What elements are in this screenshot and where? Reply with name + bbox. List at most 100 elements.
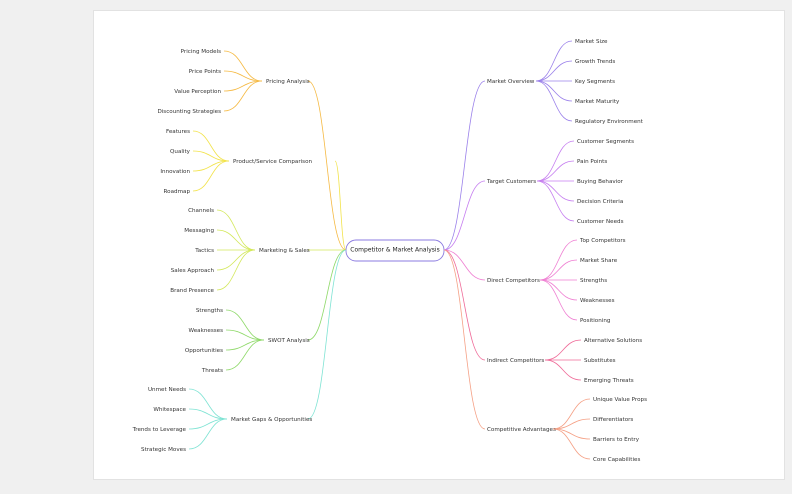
leaf-connector: [188, 408, 228, 420]
leaf-node[interactable]: Weaknesses: [580, 298, 615, 304]
leaf-connector: [192, 130, 230, 162]
leaf-connector: [535, 60, 573, 82]
branch-connector: [443, 249, 486, 361]
leaf-connector: [539, 279, 578, 321]
leaf-node[interactable]: Features: [166, 129, 190, 135]
branch-connector: [443, 80, 486, 251]
leaf-node[interactable]: Value Perception: [174, 89, 221, 95]
leaf-node[interactable]: Roadmap: [164, 189, 191, 195]
leaf-node[interactable]: Market Size: [575, 39, 608, 45]
branch-connector: [334, 160, 347, 251]
leaf-node[interactable]: Positioning: [580, 318, 611, 324]
leaf-connector: [536, 180, 575, 202]
leaf-connector: [223, 50, 263, 82]
leaf-node[interactable]: Decision Criteria: [577, 199, 623, 205]
leaf-node[interactable]: Whitespace: [153, 407, 186, 413]
leaf-connector: [552, 398, 591, 430]
branch-node[interactable]: Direct Competitors: [487, 278, 540, 284]
leaf-connector: [188, 418, 228, 450]
leaf-node[interactable]: Price Points: [189, 69, 221, 75]
leaf-node[interactable]: Market Maturity: [575, 99, 620, 105]
branch-connector: [307, 80, 347, 251]
root-node[interactable]: [345, 239, 445, 262]
branch-connector: [443, 249, 486, 430]
leaf-node[interactable]: Buying Behavior: [577, 179, 624, 185]
leaf-node[interactable]: Opportunities: [185, 348, 223, 354]
leaf-node[interactable]: Pain Points: [577, 159, 607, 165]
leaf-node[interactable]: Channels: [188, 208, 214, 214]
leaf-connector: [536, 180, 575, 222]
leaf-connector: [223, 70, 263, 82]
leaf-node[interactable]: Weaknesses: [189, 328, 224, 334]
leaf-connector: [536, 160, 575, 182]
branch-node[interactable]: Indirect Competitors: [487, 358, 544, 364]
leaf-node[interactable]: Substitutes: [584, 358, 616, 364]
branch-node[interactable]: Product/Service Comparison: [233, 159, 313, 165]
leaf-connector: [535, 80, 573, 122]
leaf-connector: [225, 339, 265, 351]
leaf-node[interactable]: Sales Approach: [171, 268, 215, 274]
leaf-node[interactable]: Strategic Moves: [141, 447, 186, 453]
leaf-connector: [535, 80, 573, 102]
leaf-node[interactable]: Differentiators: [593, 417, 633, 423]
branch-connector: [307, 249, 347, 420]
leaf-connector: [536, 140, 575, 182]
leaf-node[interactable]: Growth Trends: [575, 59, 615, 65]
leaf-node[interactable]: Emerging Threats: [584, 378, 634, 384]
leaf-connector: [192, 160, 230, 192]
leaf-node[interactable]: Core Capabilities: [593, 457, 640, 463]
leaf-node[interactable]: Regulatory Environment: [575, 119, 644, 125]
leaf-connector: [552, 428, 591, 440]
leaf-connector: [225, 339, 265, 371]
leaf-connector: [188, 388, 228, 420]
leaf-connector: [216, 249, 256, 271]
leaf-connector: [225, 329, 265, 341]
branch-node[interactable]: Market Overview: [487, 79, 535, 85]
leaf-node[interactable]: Threats: [201, 368, 223, 374]
branch-node[interactable]: Marketing & Sales: [259, 248, 310, 254]
leaf-connector: [544, 339, 582, 361]
leaf-connector: [544, 359, 582, 381]
leaf-node[interactable]: Top Competitors: [579, 238, 626, 244]
leaf-connector: [216, 209, 256, 251]
leaf-node[interactable]: Customer Segments: [577, 139, 634, 145]
leaf-node[interactable]: Strengths: [196, 308, 223, 314]
leaf-connector: [223, 80, 263, 112]
leaf-node[interactable]: Pricing Models: [181, 49, 221, 55]
leaf-node[interactable]: Market Share: [580, 258, 618, 264]
leaf-connector: [216, 249, 256, 291]
leaf-node[interactable]: Discounting Strategies: [157, 109, 221, 115]
leaf-connector: [225, 309, 265, 341]
leaf-connector: [192, 150, 230, 162]
leaf-connector: [539, 279, 578, 301]
leaf-connector: [539, 259, 578, 281]
leaf-node[interactable]: Strengths: [580, 278, 607, 284]
leaf-node[interactable]: Quality: [170, 149, 191, 155]
branch-node[interactable]: Target Customers: [486, 179, 536, 185]
leaf-node[interactable]: Alternative Solutions: [584, 338, 642, 344]
leaf-connector: [223, 80, 263, 92]
leaf-connector: [552, 418, 591, 430]
leaf-node[interactable]: Messaging: [184, 228, 214, 234]
leaf-node[interactable]: Tactics: [194, 248, 214, 254]
leaf-node[interactable]: Trends to Leverage: [132, 427, 187, 433]
branch-node[interactable]: Market Gaps & Opportunities: [231, 417, 312, 423]
branch-node[interactable]: Competitive Advantages: [487, 427, 556, 433]
leaf-connector: [539, 239, 578, 281]
leaf-node[interactable]: Innovation: [160, 169, 190, 175]
branch-connector: [443, 180, 486, 251]
leaf-connector: [192, 160, 230, 172]
leaf-connector: [188, 418, 228, 430]
leaf-node[interactable]: Unmet Needs: [148, 387, 186, 393]
leaf-connector: [552, 428, 591, 460]
branch-node[interactable]: Pricing Analysis: [266, 79, 310, 85]
root-node-label[interactable]: Competitor & Market Analysis: [350, 247, 439, 254]
leaf-node[interactable]: Key Segments: [575, 79, 615, 85]
leaf-connector: [535, 40, 573, 82]
leaf-node[interactable]: Barriers to Entry: [593, 437, 640, 443]
leaf-node[interactable]: Customer Needs: [577, 219, 624, 225]
leaf-node[interactable]: Unique Value Props: [593, 397, 647, 403]
branch-node[interactable]: SWOT Analysis: [268, 338, 310, 344]
leaf-node[interactable]: Brand Presence: [170, 288, 214, 294]
